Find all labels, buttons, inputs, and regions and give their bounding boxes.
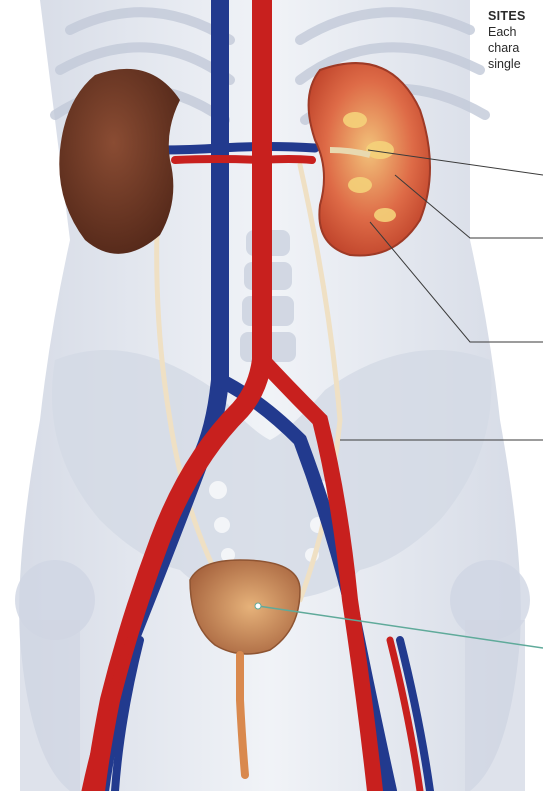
caption-line: Each xyxy=(488,24,543,40)
bladder-leader-point xyxy=(255,603,261,609)
left-kidney xyxy=(59,69,180,254)
caption-line: chara xyxy=(488,40,543,56)
caption: SITES Each chara single xyxy=(488,8,543,72)
caption-title: SITES xyxy=(488,8,543,24)
caption-line: single xyxy=(488,56,543,72)
